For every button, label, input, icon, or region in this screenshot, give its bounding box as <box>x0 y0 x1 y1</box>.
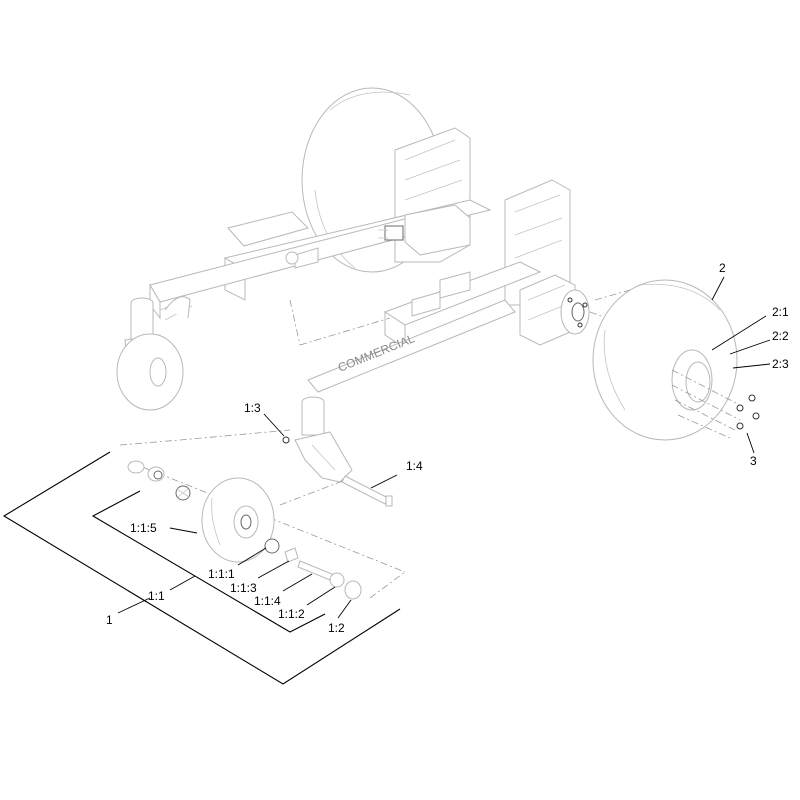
callout-labels: 1 1:1 1:1:1 1:1:2 1:1:3 1:1:4 1:1:5 1:2 … <box>106 261 789 635</box>
callout-1-1: 1:1 <box>148 589 165 603</box>
callout-1-1-1: 1:1:1 <box>208 567 235 581</box>
caster-wheel-exploded <box>119 429 406 600</box>
grease-fitting <box>282 436 290 444</box>
chassis-frame <box>149 127 571 393</box>
callout-1: 1 <box>106 613 113 627</box>
left-caster-assembly <box>116 296 193 411</box>
right-drive-wheel <box>519 274 760 441</box>
callout-1-1-2: 1:1:2 <box>278 607 305 621</box>
callout-1-3: 1:3 <box>244 401 261 415</box>
callout-1-1-4: 1:1:4 <box>254 594 281 608</box>
right-caster-fork <box>294 396 353 483</box>
axle-bolt <box>341 475 393 507</box>
callout-2-2: 2:2 <box>772 329 789 343</box>
callout-2: 2 <box>719 261 726 275</box>
callout-1-2: 1:2 <box>328 621 345 635</box>
assembly-bracket-1-1 <box>91 490 326 633</box>
callout-2-1: 2:1 <box>772 305 789 319</box>
callout-1-1-5: 1:1:5 <box>130 521 157 535</box>
assembly-bracket-1 <box>2 451 401 685</box>
callout-1-4: 1:4 <box>406 459 423 473</box>
callout-1-1-3: 1:1:3 <box>230 581 257 595</box>
callout-2-3: 2:3 <box>772 357 789 371</box>
lug-nuts <box>736 394 760 430</box>
callout-3: 3 <box>750 454 757 468</box>
leader-lines <box>117 276 771 619</box>
